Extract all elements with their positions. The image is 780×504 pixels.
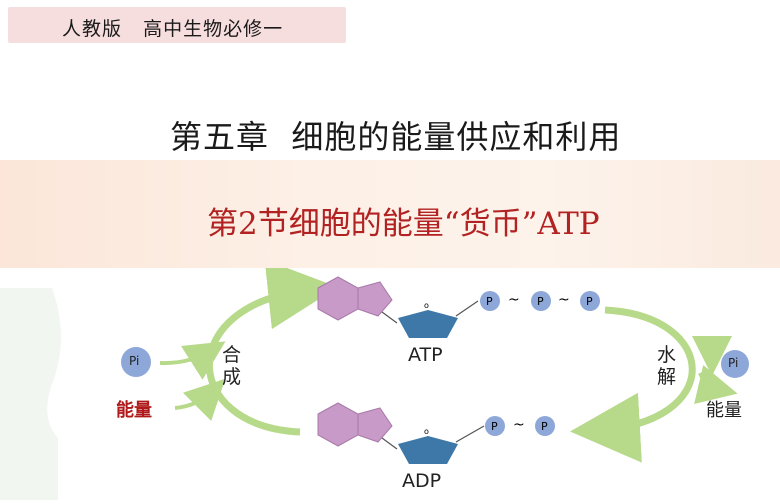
atp-ribose <box>398 310 458 338</box>
adp-oxygen: o <box>424 427 429 436</box>
atp-phosphate-1: P <box>486 295 493 308</box>
adp-ribose <box>398 436 458 464</box>
hydrolysis-label: 水 解 <box>657 344 677 388</box>
section-title: 第2节细胞的能量“货币”ATP <box>207 206 600 242</box>
energy-input-arrow <box>174 378 226 422</box>
adp-adenine-pentagon <box>357 407 393 443</box>
atp-label: ATP <box>408 344 443 366</box>
atp-adenine-pentagon <box>357 281 393 317</box>
decorative-shape <box>0 288 61 500</box>
adp-tilde: ~ <box>513 417 525 433</box>
energy-output-label: 能量 <box>706 400 742 421</box>
pi-input-arrow <box>159 341 226 380</box>
atp-adp-cycle-diagram: o P ~ P ~ P o P ~ P Pi P <box>0 259 780 500</box>
synthesis-label: 合 成 <box>222 344 242 388</box>
adp-phosphate-2: P <box>541 420 548 433</box>
adp-molecule: o P ~ P <box>317 402 555 464</box>
pi-right-label: Pi <box>728 356 739 370</box>
section-band <box>0 160 780 268</box>
hydrolysis-arrow <box>570 306 696 463</box>
adp-phosphate-1: P <box>491 420 498 433</box>
cycle-svg: o P ~ P ~ P o P ~ P <box>0 259 749 500</box>
textbook-tag-text: 人教版 高中生物必修一 <box>62 18 284 40</box>
atp-phosphate-2: P <box>537 295 544 308</box>
atp-adenine-hexagon <box>317 276 359 321</box>
chapter-title: 第五章 细胞的能量供应和利用 <box>170 118 622 156</box>
atp-tilde-2: ~ <box>558 292 570 308</box>
atp-oxygen: o <box>424 301 429 310</box>
pi-left-label: Pi <box>129 354 140 368</box>
atp-tilde-1: ~ <box>508 292 520 308</box>
atp-molecule: o P ~ P ~ P <box>317 276 600 338</box>
energy-input-label: 能量 <box>116 400 152 421</box>
pi-right-circle <box>721 350 749 378</box>
adp-label: ADP <box>402 470 442 492</box>
atp-phosphate-3: P <box>586 295 593 308</box>
textbook-tag <box>8 7 346 43</box>
energy-output-arrow <box>694 365 738 404</box>
adp-adenine-hexagon <box>317 402 359 447</box>
pi-left-circle <box>121 347 151 377</box>
pi-output-arrow <box>691 335 732 376</box>
